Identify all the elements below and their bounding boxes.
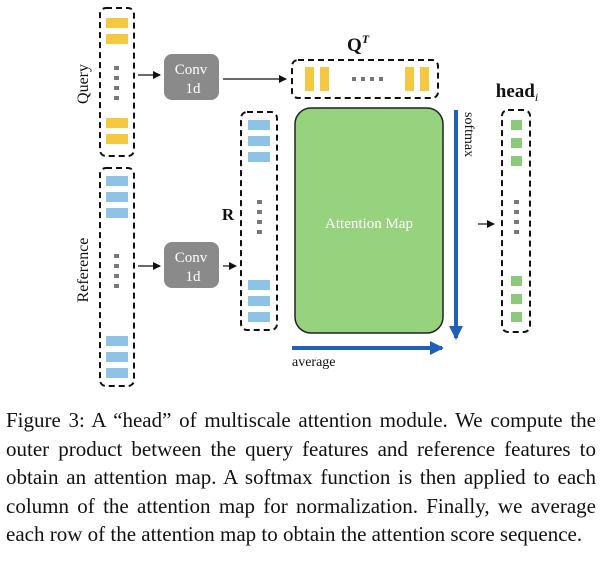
r-bar (248, 280, 270, 290)
query-bar (106, 34, 128, 44)
r-bar (248, 312, 270, 322)
reference-bar (106, 368, 128, 378)
average-label: average (292, 355, 336, 370)
qt-feature-row (291, 59, 439, 99)
query-ellipsis (114, 66, 119, 100)
conv1d-query-box: Conv 1d (164, 54, 219, 100)
figure-caption: Figure 3: A “head” of multiscale attenti… (6, 408, 596, 546)
r-label: R (222, 205, 235, 224)
attention-map (294, 107, 444, 334)
reference-ellipsis (114, 254, 119, 288)
conv1d-reference-box: Conv 1d (164, 242, 219, 288)
qt-ellipsis (352, 77, 383, 81)
attention-map-label: Attention Map (325, 216, 413, 232)
head-bar (511, 276, 522, 286)
head-column (501, 109, 531, 333)
conv-top-line2: 1d (186, 81, 202, 97)
r-bar (248, 152, 270, 162)
reference-bar (106, 208, 128, 218)
r-bar (248, 296, 270, 306)
attention-head-diagram: Query Reference Conv 1d Conv 1d QT (75, 7, 538, 387)
r-bar (248, 120, 270, 130)
head-bar (511, 294, 522, 304)
head-bar (511, 156, 522, 166)
qt-bar (405, 67, 414, 91)
reference-bar (106, 192, 128, 202)
qt-bar (420, 67, 429, 91)
reference-feature-column (99, 167, 135, 387)
qt-bar (320, 67, 329, 91)
conv-bottom-line1: Conv (175, 250, 208, 266)
conv-bottom-line2: 1d (186, 269, 202, 285)
head-bar (511, 138, 522, 148)
reference-label: Reference (75, 238, 92, 303)
head-ellipsis (514, 200, 519, 234)
head-bar (511, 312, 522, 322)
softmax-label: softmax (461, 112, 476, 157)
query-bar (106, 118, 128, 128)
qt-bar (305, 67, 314, 91)
query-bar (106, 134, 128, 144)
qt-label: QT (347, 32, 370, 56)
reference-bar (106, 176, 128, 186)
query-bar (106, 18, 128, 28)
r-bar (248, 136, 270, 146)
conv-top-line1: Conv (175, 62, 208, 78)
r-ellipsis (257, 200, 262, 234)
reference-bar (106, 336, 128, 346)
query-label: Query (75, 64, 92, 104)
query-feature-column (99, 7, 135, 157)
head-bar (511, 120, 522, 130)
r-feature-column (240, 111, 278, 331)
head-label: headi (496, 81, 538, 104)
reference-bar (106, 352, 128, 362)
